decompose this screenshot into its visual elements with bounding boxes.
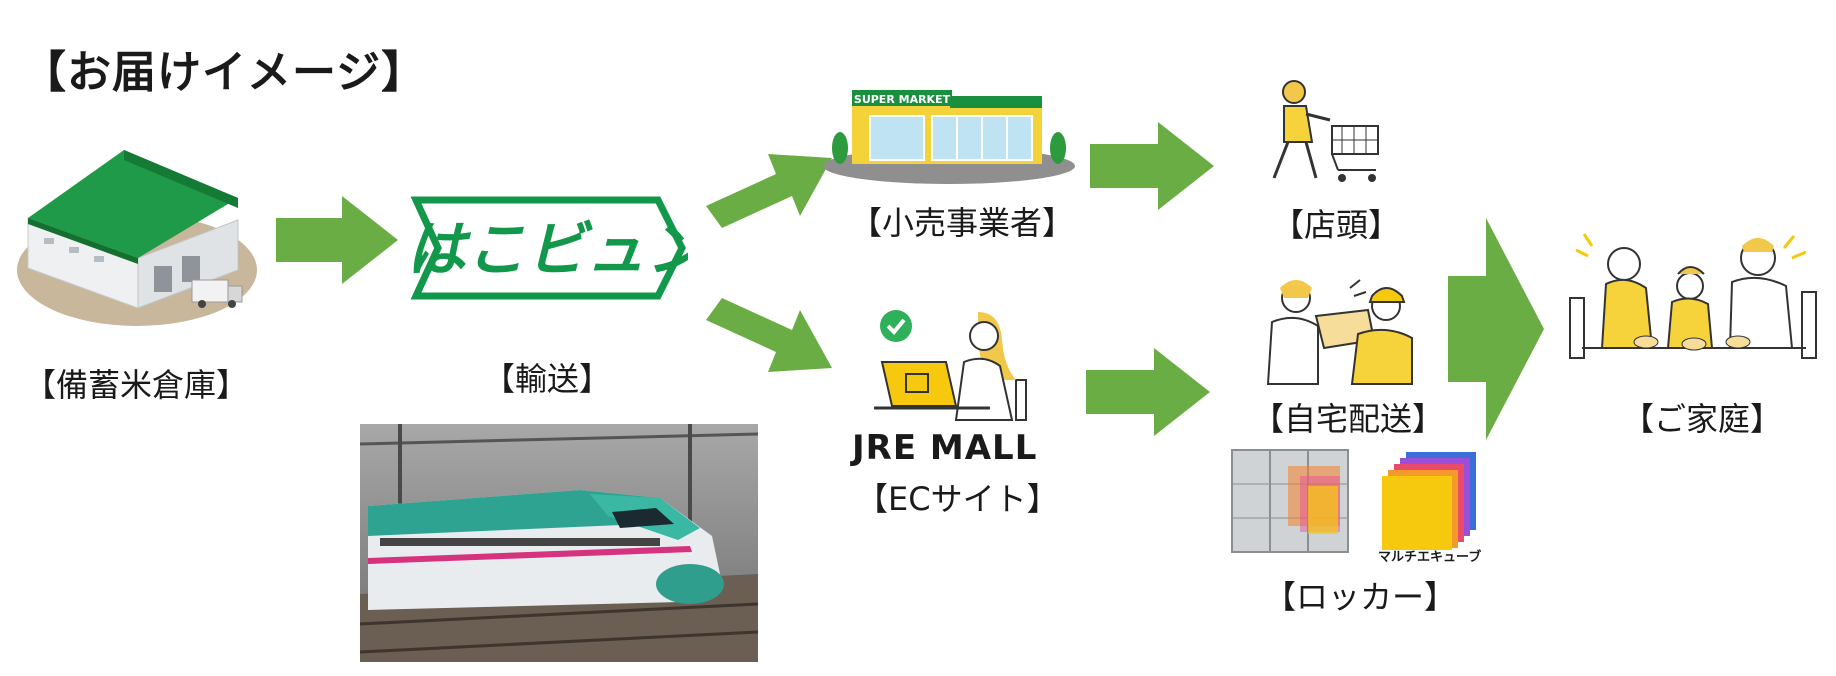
shopper-cart-icon (1258, 78, 1386, 186)
hakobyun-logo-text: はこビュン (410, 215, 688, 285)
arrow-transport-to-ec (706, 290, 832, 390)
home-delivery-label: 【自宅配送】 (1252, 400, 1445, 438)
arrow-warehouse-to-transport (276, 196, 398, 284)
delivery-person-icon (1250, 274, 1420, 386)
locker-icon (1228, 446, 1482, 556)
supermarket-icon: SUPER MARKET (820, 82, 1078, 186)
retailer-label: 【小売事業者】 (850, 204, 1075, 242)
household-label: 【ご家庭】 (1622, 400, 1783, 438)
family-meal-icon (1562, 228, 1826, 378)
transport-label: 【輸送】 (483, 360, 612, 398)
arrow-transport-to-retailer (706, 136, 832, 236)
ec-site-label: 【ECサイト】 (856, 480, 1059, 518)
supermarket-sign: SUPER MARKET (854, 93, 951, 106)
bullet-train-photo (360, 424, 758, 662)
warehouse-label: 【備蓄米倉庫】 (24, 366, 249, 404)
arrow-retailer-to-storefront (1090, 122, 1214, 210)
locker-brand: マルチエキューブ (1378, 550, 1482, 565)
jre-mall-logo: JRE MALL (852, 428, 1038, 468)
woman-laptop-icon (860, 302, 1050, 422)
storefront-label: 【店頭】 (1272, 206, 1401, 244)
locker-label: 【ロッカー】 (1264, 578, 1457, 616)
arrow-to-household (1448, 218, 1544, 440)
warehouse-icon (14, 148, 260, 330)
arrow-ec-to-delivery (1086, 348, 1210, 436)
page-title: 【お届けイメージ】 (22, 47, 427, 98)
hakobyun-logo: はこビュン (410, 196, 688, 300)
